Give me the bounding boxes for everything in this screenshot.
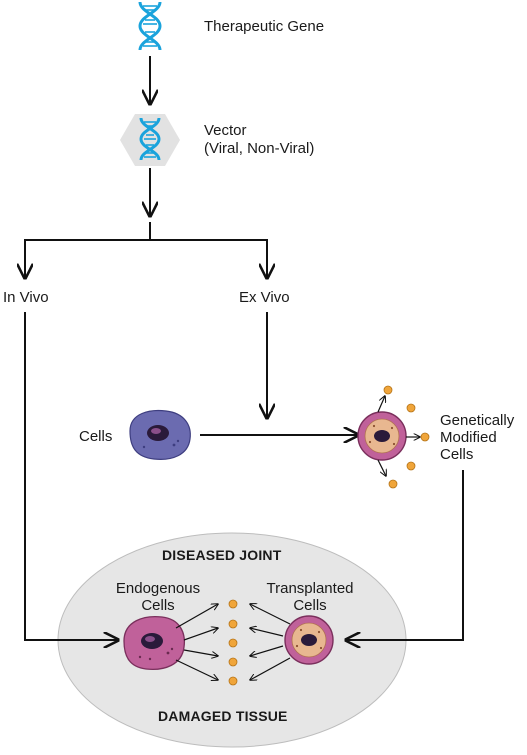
transplanted-cells-label-2: Cells	[293, 597, 327, 614]
vector-icon	[120, 114, 180, 166]
endogenous-cells-label-2: Cells	[141, 597, 175, 614]
genetically-modified-label-3: Cells	[440, 446, 474, 463]
genetically-modified-label-2: Modified	[440, 429, 497, 446]
therapeutic-gene-label: Therapeutic Gene	[204, 18, 325, 35]
secretion-arrows-transplanted	[250, 604, 291, 680]
modified-cell-icon	[357, 411, 407, 461]
dna-icon	[138, 1, 162, 51]
cells-label: Cells	[79, 428, 113, 445]
endogenous-cells-label-1: Endogenous	[115, 580, 201, 597]
arrow-modified-to-transplanted	[346, 470, 464, 640]
transplanted-cell-icon	[284, 615, 334, 665]
cell-icon	[129, 409, 191, 460]
transplanted-cells-label-1: Transplanted	[266, 580, 354, 597]
arrow-in-vivo-path	[24, 312, 118, 640]
vector-label: Vector	[204, 122, 247, 139]
secretion-arrows-modified	[377, 396, 420, 476]
endogenous-cell-icon	[123, 615, 186, 671]
protein-dots-center	[228, 599, 238, 686]
ex-vivo-label: Ex Vivo	[239, 289, 290, 306]
in-vivo-label: In Vivo	[3, 289, 49, 306]
vector-type-label: (Viral, Non-Viral)	[204, 140, 315, 157]
genetically-modified-label-1: Genetically	[440, 412, 515, 429]
secretion-arrows-endogenous	[175, 604, 218, 680]
protein-dot-icon	[383, 385, 430, 489]
damaged-tissue-label: DAMAGED TISSUE	[158, 708, 288, 724]
diseased-joint-label: DISEASED JOINT	[162, 547, 282, 563]
